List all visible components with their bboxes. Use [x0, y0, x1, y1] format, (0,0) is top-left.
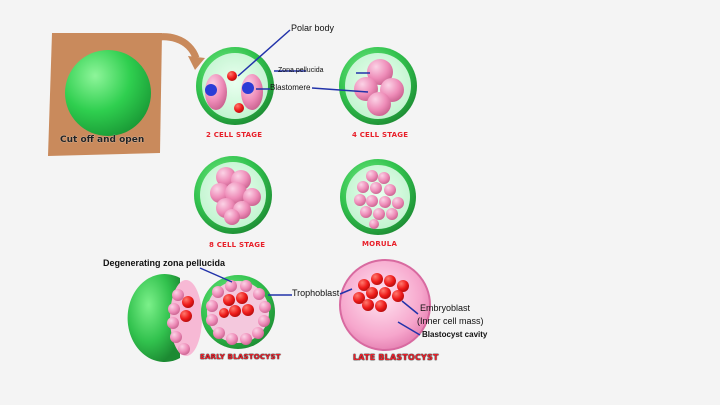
polar-body-1	[227, 71, 237, 81]
cut-off-label[interactable]: Cut off and open	[60, 135, 145, 145]
inner-cell-mass-label: (Inner cell mass)	[417, 316, 484, 326]
open-arrow	[138, 33, 200, 60]
morula-label: MORULA	[362, 240, 398, 248]
late-blastocyst	[339, 259, 431, 351]
embryoblast-pointer	[401, 300, 419, 315]
polar-body-pointer	[237, 29, 291, 77]
pointer-lines	[199, 29, 421, 336]
stage-8-label: 8 CELL STAGE	[209, 241, 266, 249]
two-cell-stage	[196, 47, 274, 125]
stage-2-label: 2 CELL STAGE	[206, 131, 263, 139]
cut-off-card[interactable]	[48, 33, 162, 156]
arrow-head-icon	[188, 56, 205, 70]
blastocyst-cavity-label: Blastocyst cavity	[422, 330, 488, 339]
degenerating-pointer	[199, 267, 233, 283]
stage-4-label: 4 CELL STAGE	[352, 131, 409, 139]
early-blastocyst	[127, 274, 275, 362]
blastomere-label: Blastomere	[270, 83, 311, 92]
late-blastocyst-label: LATE BLASTOCYST	[353, 353, 439, 362]
trophoblast-pointer-right	[339, 288, 353, 295]
polar-body-2	[234, 103, 244, 113]
whole-embryo-ball	[65, 50, 151, 136]
embryoblast-label: Embryoblast	[420, 303, 471, 313]
nucleus-right	[242, 82, 254, 94]
nucleus-left	[205, 84, 217, 96]
opened-half-shell	[127, 274, 180, 362]
zona-pellucida-label: Zona pellucida	[278, 67, 324, 74]
trophoblast-label: Trophoblast	[292, 288, 340, 298]
degenerating-zona-label: Degenerating zona pellucida	[103, 258, 226, 268]
cavity-pointer	[397, 321, 421, 336]
four-cell-stage	[339, 47, 417, 125]
morula-stage	[340, 159, 416, 235]
early-blastocyst-label: EARLY BLASTOCYST	[200, 353, 281, 361]
blastomere-pointer-right	[311, 87, 369, 93]
eight-cell-stage	[194, 156, 272, 234]
polar-body-label: Polar body	[291, 23, 335, 33]
